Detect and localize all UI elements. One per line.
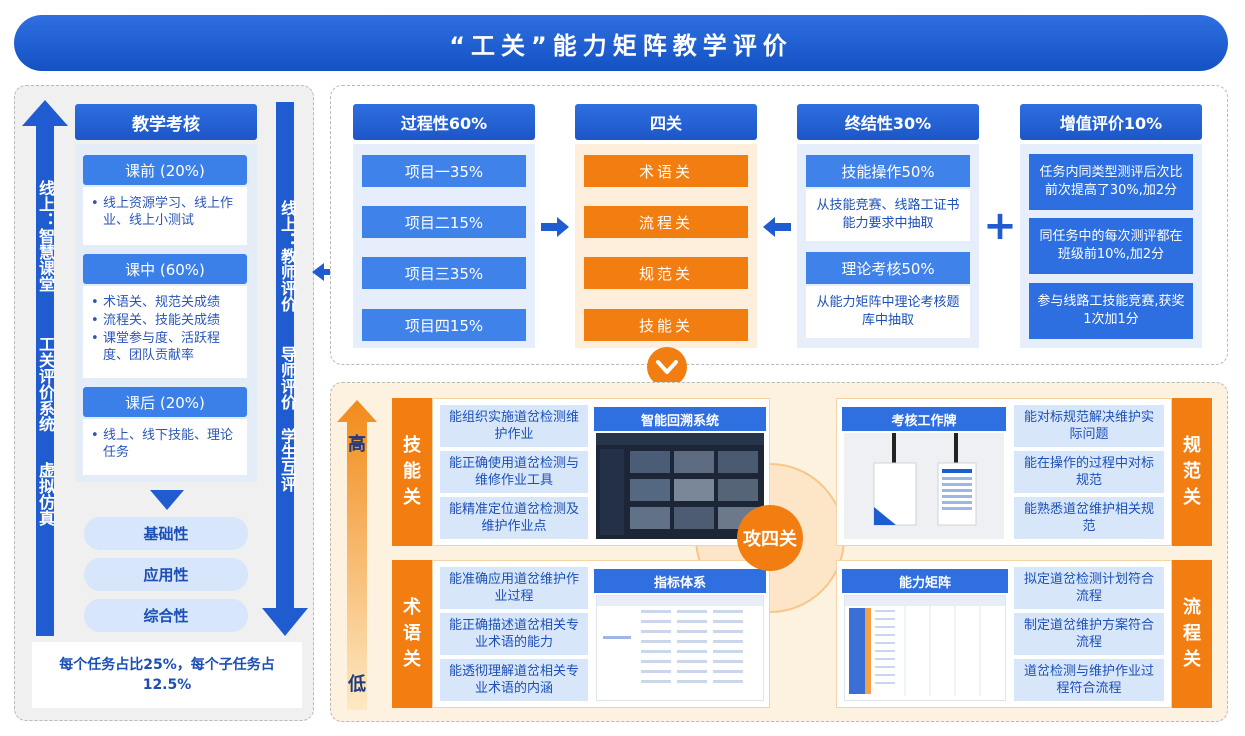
process-item: 项目二15% <box>362 206 526 238</box>
down-arrow-icon <box>262 102 308 636</box>
theory-exam-desc: 从能力矩阵中理论考核题库中抽取 <box>806 286 970 338</box>
left-arrow-labels: 线上：智慧课堂 工关评价系统 虚拟仿真 <box>28 180 62 542</box>
scale-high-label: 高 <box>348 434 366 455</box>
pre-class-bullet: 线上资源学习、线上作业、线上小测试 <box>91 195 239 229</box>
term-gate-item: 能准确应用道岔维护作业过程 <box>440 567 588 609</box>
gate-item: 术语关 <box>584 155 748 187</box>
pre-class-header: 课前 (20%) <box>83 155 247 185</box>
footer-note: 每个任务占比25%，每个子任务占12.5% <box>32 642 302 708</box>
up-gradient-arrow-icon <box>337 400 377 710</box>
skill-gate-item: 能精准定位道岔检测及维护作业点 <box>440 497 588 539</box>
after-class-bullet: 线上、线下技能、理论任务 <box>91 427 239 461</box>
left-arrow-label-1: 线上：智慧课堂 <box>36 180 55 292</box>
in-class-bullet: 流程关、技能关成绩 <box>91 312 239 329</box>
skill-operation-header: 技能操作50% <box>806 155 970 187</box>
left-arrow-label-2: 工关评价系统 <box>36 336 55 432</box>
value-added-item: 任务内同类型测评后次比前次提高了30%,加2分 <box>1029 154 1193 210</box>
left-arrow-label-3: 虚拟仿真 <box>36 462 55 526</box>
pre-class-card: 线上资源学习、线上作业、线上小测试 <box>83 187 247 245</box>
flow-gate-item: 制定道岔维护方案符合流程 <box>1014 613 1164 655</box>
chevron-down-icon <box>647 347 687 387</box>
down-triangle-icon <box>150 490 184 510</box>
badge-image <box>873 433 977 526</box>
skill-gate-item: 能组织实施道岔检测维护作业 <box>440 405 588 447</box>
standard-gate-item: 能在操作的过程中对标规范 <box>1014 451 1164 493</box>
table-image <box>597 596 763 683</box>
work-badge-image <box>844 433 1004 539</box>
four-gates-header: 四关 <box>575 104 757 140</box>
flow-gate-item: 道岔检测与维护作业过程符合流程 <box>1014 659 1164 701</box>
work-badge-title: 考核工作牌 <box>842 407 1006 431</box>
skill-gate-label: 技能关 <box>392 398 432 546</box>
plus-icon: + <box>983 203 1017 249</box>
process-item: 项目一35% <box>362 155 526 187</box>
gate-item: 技能关 <box>584 309 748 341</box>
term-gate-label: 术语关 <box>392 560 432 708</box>
right-arrow-icon <box>541 217 569 237</box>
smart-trace-title: 智能回溯系统 <box>594 407 766 431</box>
process-item: 项目四15% <box>362 309 526 341</box>
theory-exam-header: 理论考核50% <box>806 252 970 284</box>
ability-matrix-image <box>844 595 1006 701</box>
right-arrow-labels: 线上：教师评价 导师评价 学生互评 <box>270 200 304 504</box>
teaching-assessment-header: 教学考核 <box>75 104 257 140</box>
right-arrow-label-1: 线上：教师评价 <box>278 200 297 312</box>
ability-matrix-title: 能力矩阵 <box>842 569 1008 593</box>
center-badge: 攻四关 <box>737 505 803 571</box>
up-arrow-icon <box>22 100 68 636</box>
term-gate-item: 能透彻理解道岔相关专业术语的内涵 <box>440 659 588 701</box>
gate-item: 规范关 <box>584 257 748 289</box>
standard-gate-label: 规范关 <box>1172 398 1212 546</box>
matrix-image <box>845 596 1005 696</box>
standard-gate-item: 能对标规范解决维护实际问题 <box>1014 405 1164 447</box>
index-system-image <box>596 595 764 701</box>
process-header: 过程性60% <box>353 104 535 140</box>
in-class-bullet: 术语关、规范关成绩 <box>91 294 239 311</box>
right-arrow-label-2: 导师评价 <box>278 346 297 410</box>
value-added-header: 增值评价10% <box>1020 104 1202 140</box>
skill-operation-desc: 从技能竞赛、线路工证书能力要求中抽取 <box>806 189 970 241</box>
flow-gate-item: 拟定道岔检测计划符合流程 <box>1014 567 1164 609</box>
standard-gate-item: 能熟悉道岔维护相关规范 <box>1014 497 1164 539</box>
after-class-header: 课后 (20%) <box>83 387 247 417</box>
index-system-title: 指标体系 <box>594 569 766 593</box>
left-arrow-icon <box>763 217 791 237</box>
process-item: 项目三35% <box>362 257 526 289</box>
dashboard-image <box>596 433 764 535</box>
right-arrow-label-3: 学生互评 <box>278 428 297 492</box>
pill-applied: 应用性 <box>84 558 248 591</box>
term-gate-item: 能正确描述道岔相关专业术语的能力 <box>440 613 588 655</box>
value-added-item: 同任务中的每次测评都在班级前10%,加2分 <box>1029 218 1193 274</box>
pill-basic: 基础性 <box>84 517 248 550</box>
after-class-card: 线上、线下技能、理论任务 <box>83 419 247 475</box>
pill-comprehensive: 综合性 <box>84 599 248 632</box>
smart-trace-screenshot <box>596 433 764 539</box>
scale-low-label: 低 <box>348 674 366 695</box>
skill-gate-item: 能正确使用道岔检测与维修作业工具 <box>440 451 588 493</box>
summative-header: 终结性30% <box>797 104 979 140</box>
page-title: “工关”能力矩阵教学评价 <box>14 15 1228 71</box>
value-added-item: 参与线路工技能竞赛,获奖1次加1分 <box>1029 283 1193 339</box>
in-class-card: 术语关、规范关成绩 流程关、技能关成绩 课堂参与度、活跃程度、团队贡献率 <box>83 286 247 378</box>
in-class-header: 课中 (60%) <box>83 254 247 284</box>
gate-item: 流程关 <box>584 206 748 238</box>
flow-gate-label: 流程关 <box>1172 560 1212 708</box>
in-class-bullet: 课堂参与度、活跃程度、团队贡献率 <box>91 330 239 364</box>
